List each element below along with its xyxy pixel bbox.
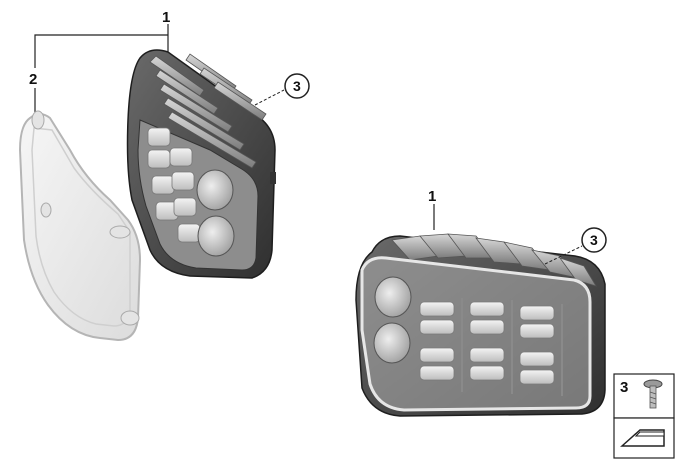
cooling-fins-left	[149, 53, 267, 169]
callout-screw-top	[254, 73, 310, 106]
screw-ref-3-top: 3	[293, 78, 301, 94]
legend-screw-number: 3	[620, 379, 628, 396]
projector-lens-upper-right	[374, 276, 412, 318]
cooling-fins-right	[391, 233, 597, 287]
screw-ref-3-right: 3	[590, 232, 598, 248]
module-brackets-right	[461, 298, 563, 396]
callout-leader-top	[34, 24, 169, 112]
led-modules-right	[419, 301, 555, 385]
headlight-housing-right	[355, 233, 606, 417]
projector-lens-upper-left	[196, 169, 234, 211]
part-number-2: 2	[29, 71, 37, 88]
led-modules-left	[147, 127, 201, 243]
projector-lens-lower-right	[373, 322, 411, 364]
screw-icon	[643, 379, 663, 409]
part-number-1-right: 1	[428, 188, 436, 205]
headlight-housing-left	[126, 49, 276, 279]
cover-glass	[18, 110, 142, 342]
part-number-1-top: 1	[162, 9, 170, 26]
callout-screw-right	[544, 227, 607, 265]
ruler-icon	[620, 429, 665, 447]
projector-lens-lower-left	[197, 215, 235, 257]
